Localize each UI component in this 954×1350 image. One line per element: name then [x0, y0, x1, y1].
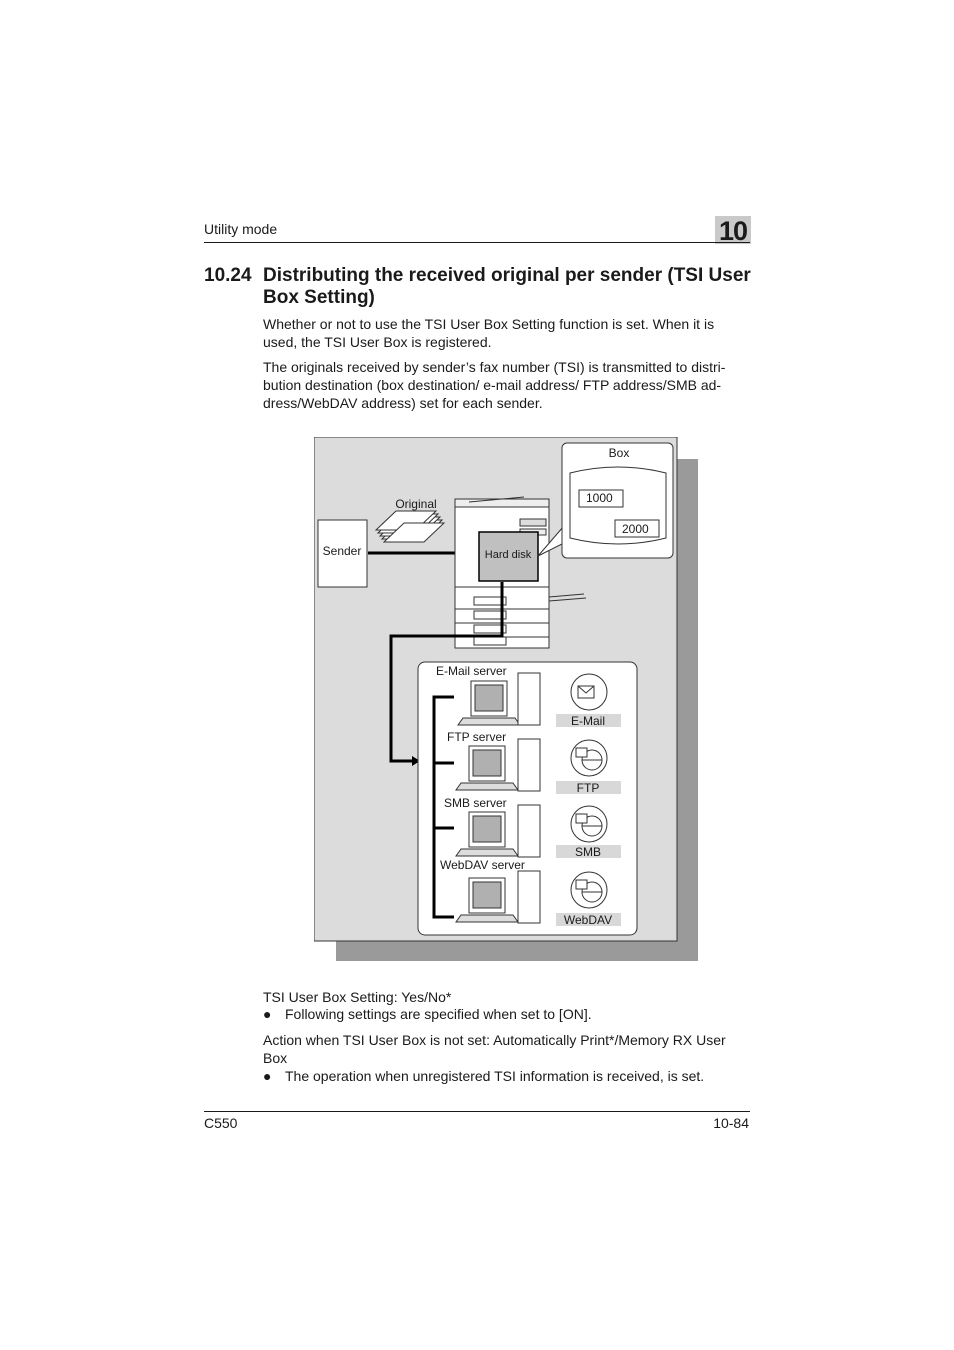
- sender-box: [317, 519, 368, 588]
- header-section-label: Utility mode: [204, 221, 278, 237]
- distribution-arrow-head: [412, 756, 420, 766]
- footer-divider: [204, 1111, 750, 1112]
- hard-disk-box: [478, 531, 539, 582]
- email-server-computer: [457, 672, 541, 726]
- webdav-protocol-label: WebDAV: [564, 913, 612, 927]
- ftp-server-label: FTP server: [447, 730, 506, 744]
- ftp-server-computer: [455, 738, 541, 792]
- unset-action-note-text: The operation when unregistered TSI info…: [285, 1068, 705, 1084]
- smb-protocol-tag: [556, 845, 621, 858]
- chapter-number-badge: 10: [715, 216, 751, 246]
- smb-server-label: SMB server: [444, 796, 507, 810]
- folder-icon: [575, 879, 588, 890]
- server-panel: [417, 661, 638, 936]
- smb-server-computer: [455, 804, 541, 858]
- tsi-setting-note-text: Following settings are specified when se…: [285, 1006, 592, 1022]
- distribution-arrow-line: [389, 582, 504, 763]
- bullet-icon: ●: [263, 1068, 272, 1084]
- section-title: Distributing the received original per s…: [263, 265, 751, 308]
- intro-paragraph: Whether or not to use the TSI User Box S…: [263, 316, 715, 350]
- email-server-label: E-Mail server: [436, 664, 507, 678]
- box-number-1-field: [578, 489, 624, 508]
- paper-stack-sheets: [382, 522, 446, 543]
- description-paragraph: The originals received by sender’s fax n…: [263, 359, 726, 411]
- email-protocol-label: E-Mail: [571, 714, 605, 728]
- ftp-protocol-label: FTP: [577, 781, 600, 795]
- sender-label: Sender: [323, 544, 362, 558]
- bullet-icon: ●: [263, 1006, 272, 1022]
- email-protocol-tag: [556, 714, 621, 727]
- footer-page-number: 10-84: [713, 1115, 749, 1131]
- folder-icon: [575, 747, 588, 758]
- hard-disk-label: Hard disk: [485, 549, 532, 561]
- box-number-1: 1000: [586, 491, 613, 505]
- footer-model: C550: [204, 1115, 238, 1131]
- envelope-flap: [577, 685, 595, 694]
- box-label: Box: [609, 446, 630, 460]
- box-number-2: 2000: [622, 522, 649, 536]
- webdav-server-computer: [455, 870, 541, 924]
- original-label: Original: [395, 497, 436, 511]
- unset-action-options: Action when TSI User Box is not set: Aut…: [263, 1032, 726, 1066]
- tsi-setting-options: TSI User Box Setting: Yes/No*: [263, 989, 452, 1005]
- smb-protocol-label: SMB: [575, 845, 601, 859]
- server-bus-line: [432, 695, 454, 919]
- box-number-2-field: [614, 519, 660, 538]
- webdav-protocol-tag: [556, 913, 621, 926]
- distribution-diagram: Sender Original: [314, 437, 700, 967]
- header-divider: [204, 242, 750, 243]
- webdav-server-label: WebDAV server: [440, 858, 525, 872]
- folder-icon: [575, 813, 588, 824]
- section-number: 10.24: [204, 265, 252, 286]
- ftp-protocol-tag: [556, 781, 621, 794]
